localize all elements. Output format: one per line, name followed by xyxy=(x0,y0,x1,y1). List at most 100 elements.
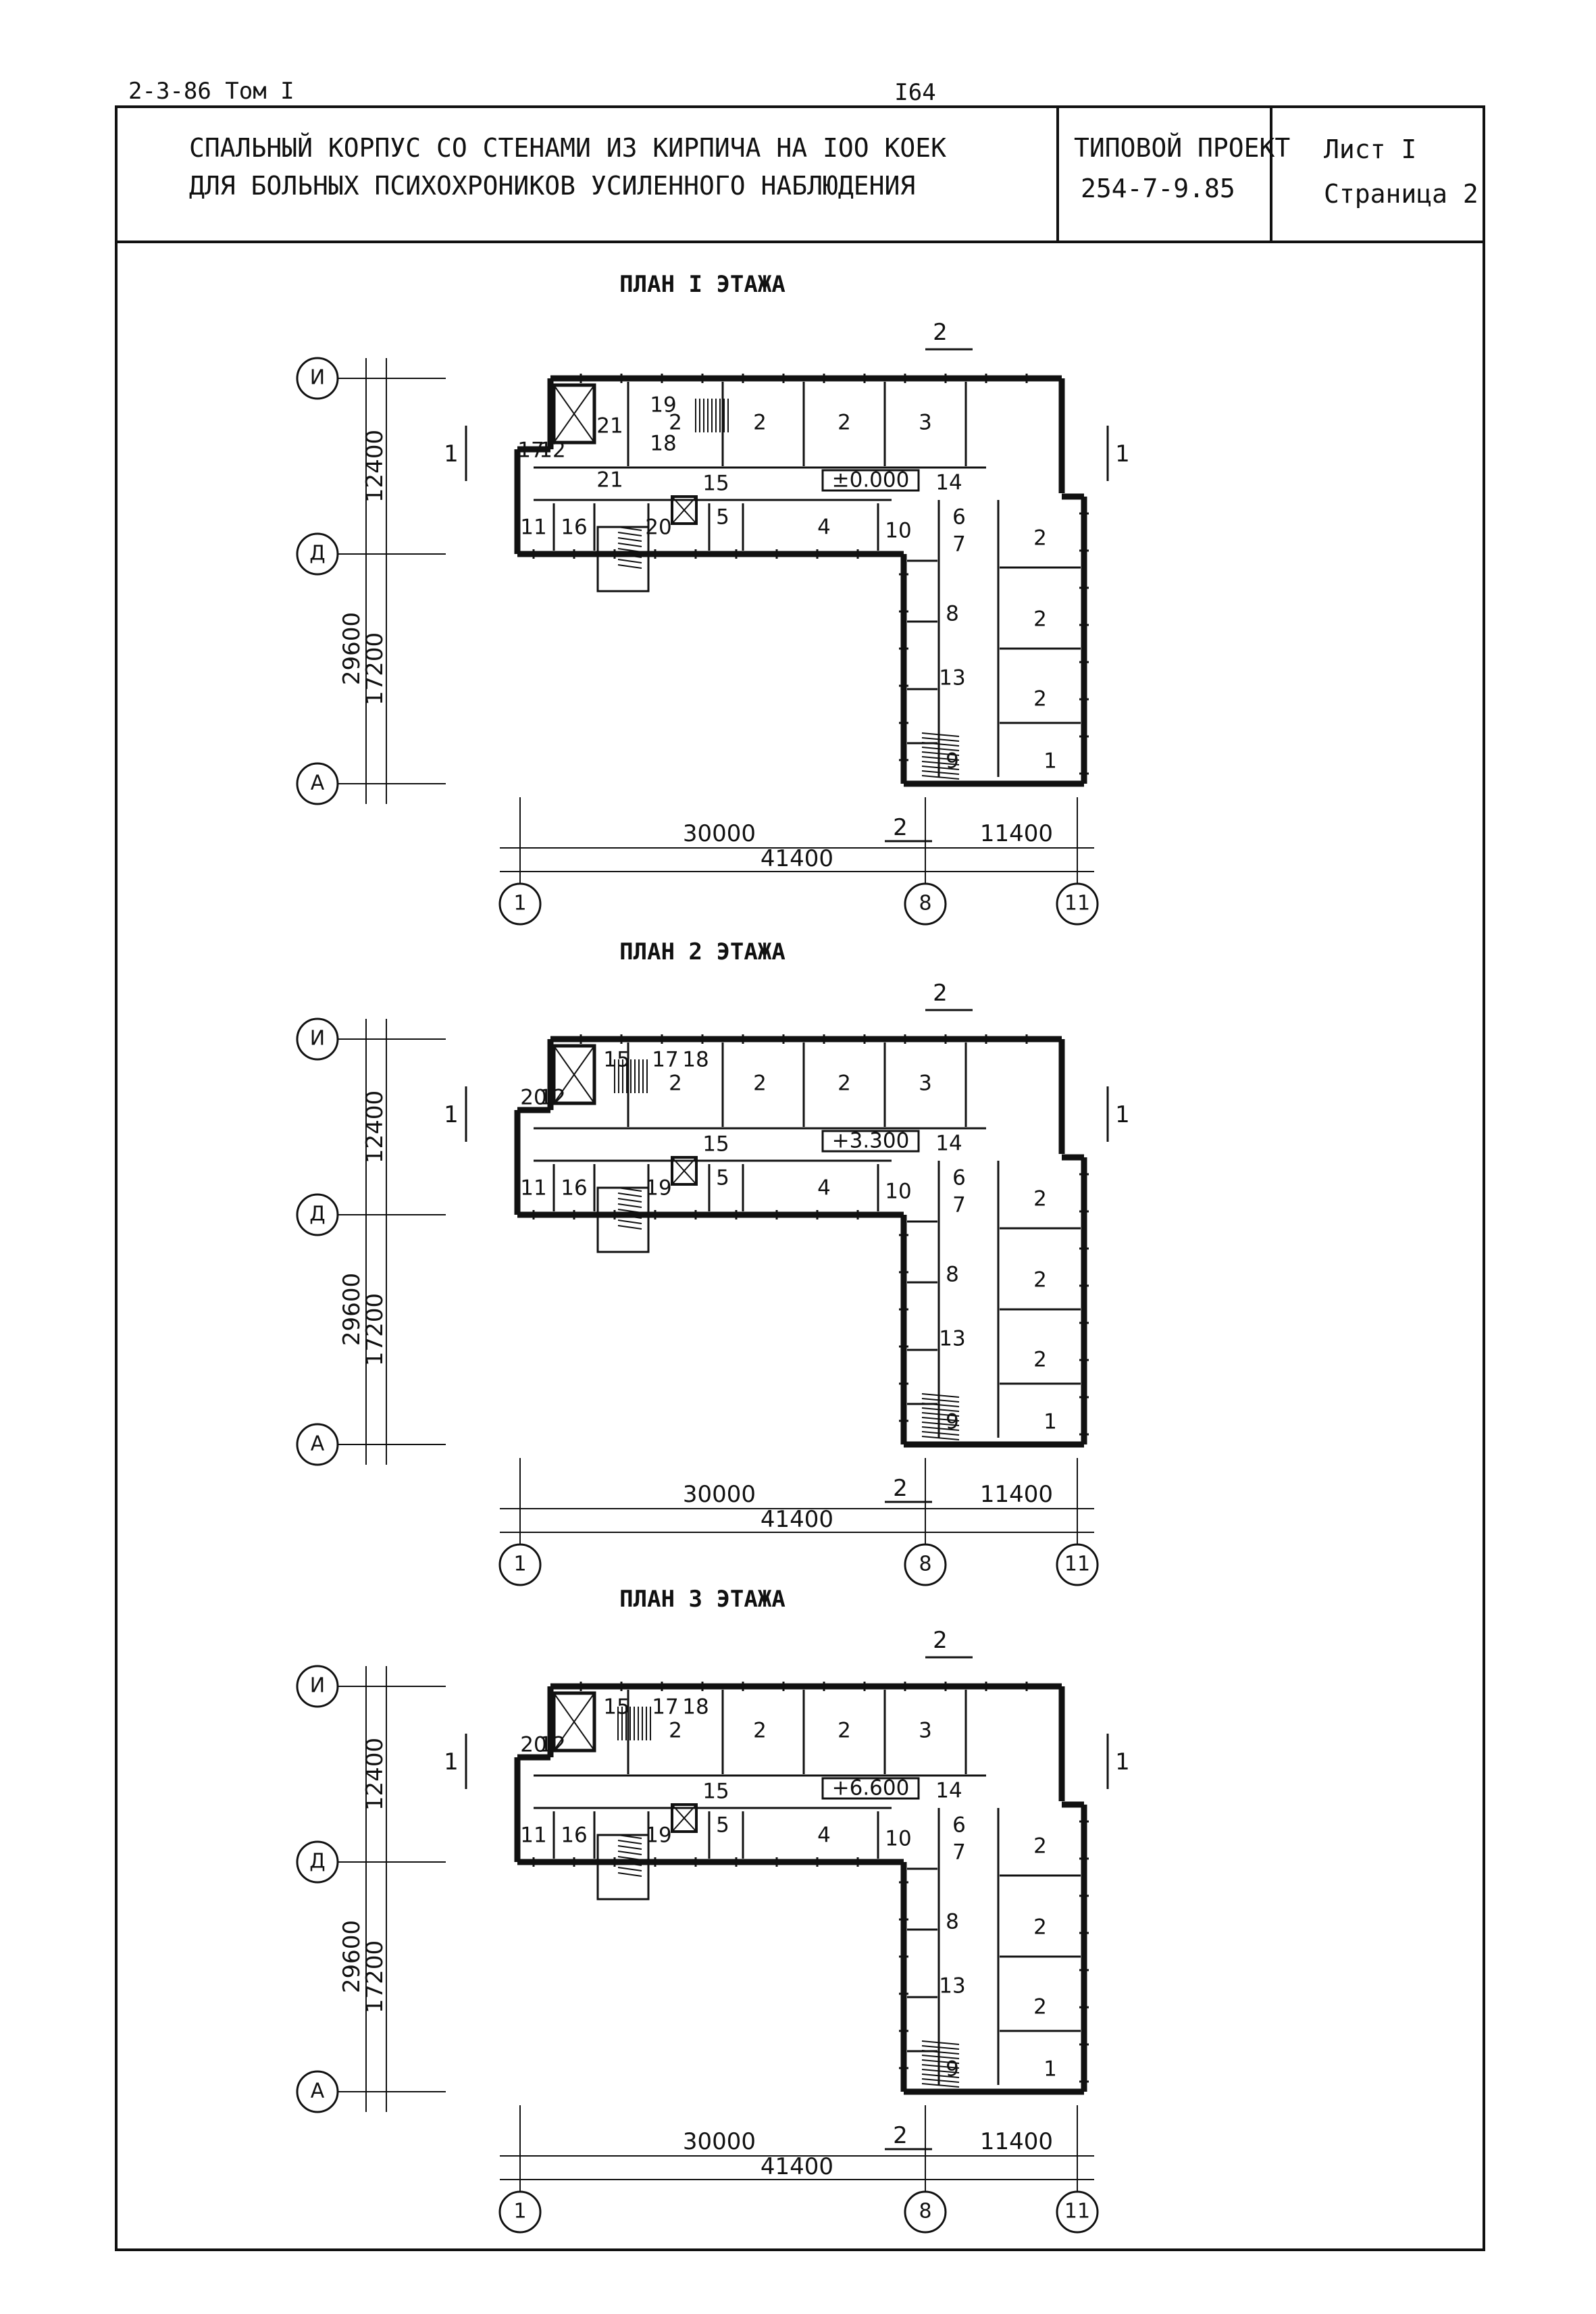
lift-cross xyxy=(671,496,697,524)
title-line-2: ДЛЯ БОЛЬНЫХ ПСИХОХРОНИКОВ УСИЛЕННОГО НАБ… xyxy=(189,171,915,201)
room-number: 4 xyxy=(817,1823,831,1848)
axis-label-col: 1 xyxy=(513,2200,526,2223)
room-number: 16 xyxy=(561,515,587,540)
room-number: 16 xyxy=(561,1823,587,1848)
room-number: 10 xyxy=(885,1827,911,1851)
stair-tread xyxy=(921,1393,960,1398)
stair-tread xyxy=(617,559,642,563)
room-number: 21 xyxy=(596,468,623,493)
axis-label-row: И xyxy=(310,1027,325,1051)
plan-title: ПЛАН 3 ЭТАЖА xyxy=(619,1586,786,1613)
sheet-number: Лист I xyxy=(1324,134,1416,164)
room-number: 1 xyxy=(1044,1410,1057,1434)
stair-tread xyxy=(921,765,960,770)
lift-small xyxy=(671,495,698,525)
dim-vertical-total: 29600 xyxy=(338,612,365,685)
lift-cross xyxy=(553,384,595,443)
lift-shaft xyxy=(552,383,596,445)
axis-label-row: И xyxy=(310,1674,325,1698)
dim-vertical-top: 12400 xyxy=(361,1738,388,1811)
stair-enclosure xyxy=(596,1186,650,1253)
plan-title: ПЛАН 2 ЭТАЖА xyxy=(619,938,786,965)
room-number: 14 xyxy=(935,1132,962,1156)
room-number: 6 xyxy=(952,1813,966,1838)
section-mark-top: 2 xyxy=(933,319,948,346)
axis-label-col: 11 xyxy=(1064,892,1090,915)
room-number: 15 xyxy=(702,1132,729,1157)
section-mark-left: 1 xyxy=(444,1749,459,1776)
room-number: 15 xyxy=(603,1048,629,1072)
dim-vertical-bottom: 17200 xyxy=(361,1293,388,1366)
stair-tread xyxy=(617,548,642,553)
section-mark-right: 1 xyxy=(1115,1101,1130,1128)
dim-vertical-total: 29600 xyxy=(338,1273,365,1346)
stair-tread xyxy=(617,1840,642,1844)
lift-shaft xyxy=(552,1044,596,1105)
stair-tread xyxy=(617,1861,642,1866)
room-number: 2 xyxy=(1033,1187,1047,1211)
room-number: 9 xyxy=(946,2057,959,2082)
room-number: 15 xyxy=(702,472,729,496)
stair-tread xyxy=(617,1192,642,1197)
dim-horizontal-total: 41400 xyxy=(761,845,833,872)
room-number: 1 xyxy=(1044,749,1057,774)
room-number: 20 xyxy=(520,1086,546,1110)
room-number: 8 xyxy=(946,1263,959,1287)
dim-vertical-top: 12400 xyxy=(361,430,388,503)
stair-tread xyxy=(921,2083,960,2088)
room-number: 14 xyxy=(935,471,962,495)
stair-tread xyxy=(921,2055,960,2059)
lift-cross xyxy=(671,1804,697,1832)
stair-tread xyxy=(617,1209,642,1213)
lift-shaft xyxy=(552,1691,596,1753)
stair-tread xyxy=(617,1851,642,1855)
axis-label-row: Д xyxy=(309,1850,325,1873)
stair-tread xyxy=(921,737,960,742)
stair-tread xyxy=(921,1417,960,1422)
lift-cross xyxy=(553,1045,595,1104)
room-number: 2 xyxy=(838,411,851,435)
dim-horizontal-left: 30000 xyxy=(683,820,756,847)
stair-tread xyxy=(617,564,642,569)
room-number: 21 xyxy=(596,414,623,438)
stair-tread xyxy=(921,2064,960,2069)
room-number: 19 xyxy=(645,1823,671,1848)
dim-vertical-top: 12400 xyxy=(361,1090,388,1163)
room-number: 2 xyxy=(838,1072,851,1096)
plan-title: ПЛАН I ЭТАЖА xyxy=(619,271,786,298)
stair-tread xyxy=(921,751,960,756)
dim-horizontal-total: 41400 xyxy=(761,2153,833,2180)
section-mark-right: 1 xyxy=(1115,1749,1130,1776)
stair-tread xyxy=(617,1225,642,1230)
stair-tread xyxy=(617,553,642,558)
stair-tread xyxy=(921,742,960,747)
page-header-left: 2-3-86 Том I xyxy=(128,78,294,105)
room-number: 2 xyxy=(669,411,682,435)
stair-tread xyxy=(921,1407,960,1412)
room-number: 19 xyxy=(645,1176,671,1201)
stair-tread xyxy=(617,1214,642,1219)
room-number: 9 xyxy=(946,749,959,774)
room-number: 4 xyxy=(817,515,831,540)
page-label: Страница 2 xyxy=(1324,179,1478,209)
axis-label-col: 11 xyxy=(1064,1553,1090,1576)
axis-label-row: Д xyxy=(309,1203,325,1226)
stair-tread xyxy=(617,1845,642,1850)
room-number: 18 xyxy=(682,1048,709,1072)
stair-tread xyxy=(921,1426,960,1431)
level-marker: +6.600 xyxy=(832,1776,910,1801)
room-number: 7 xyxy=(952,1840,966,1865)
room-number: 3 xyxy=(919,1072,932,1096)
project-label: ТИПОВОЙ ПРОЕКТ xyxy=(1074,133,1290,163)
stair-tread xyxy=(617,537,642,542)
room-number: 15 xyxy=(702,1780,729,1804)
room-number: 2 xyxy=(1033,1834,1047,1859)
room-number: 2 xyxy=(838,1719,851,1743)
stair-tread xyxy=(617,532,642,536)
dim-horizontal-total: 41400 xyxy=(761,1506,833,1533)
room-number: 8 xyxy=(946,602,959,626)
room-number: 15 xyxy=(603,1695,629,1719)
